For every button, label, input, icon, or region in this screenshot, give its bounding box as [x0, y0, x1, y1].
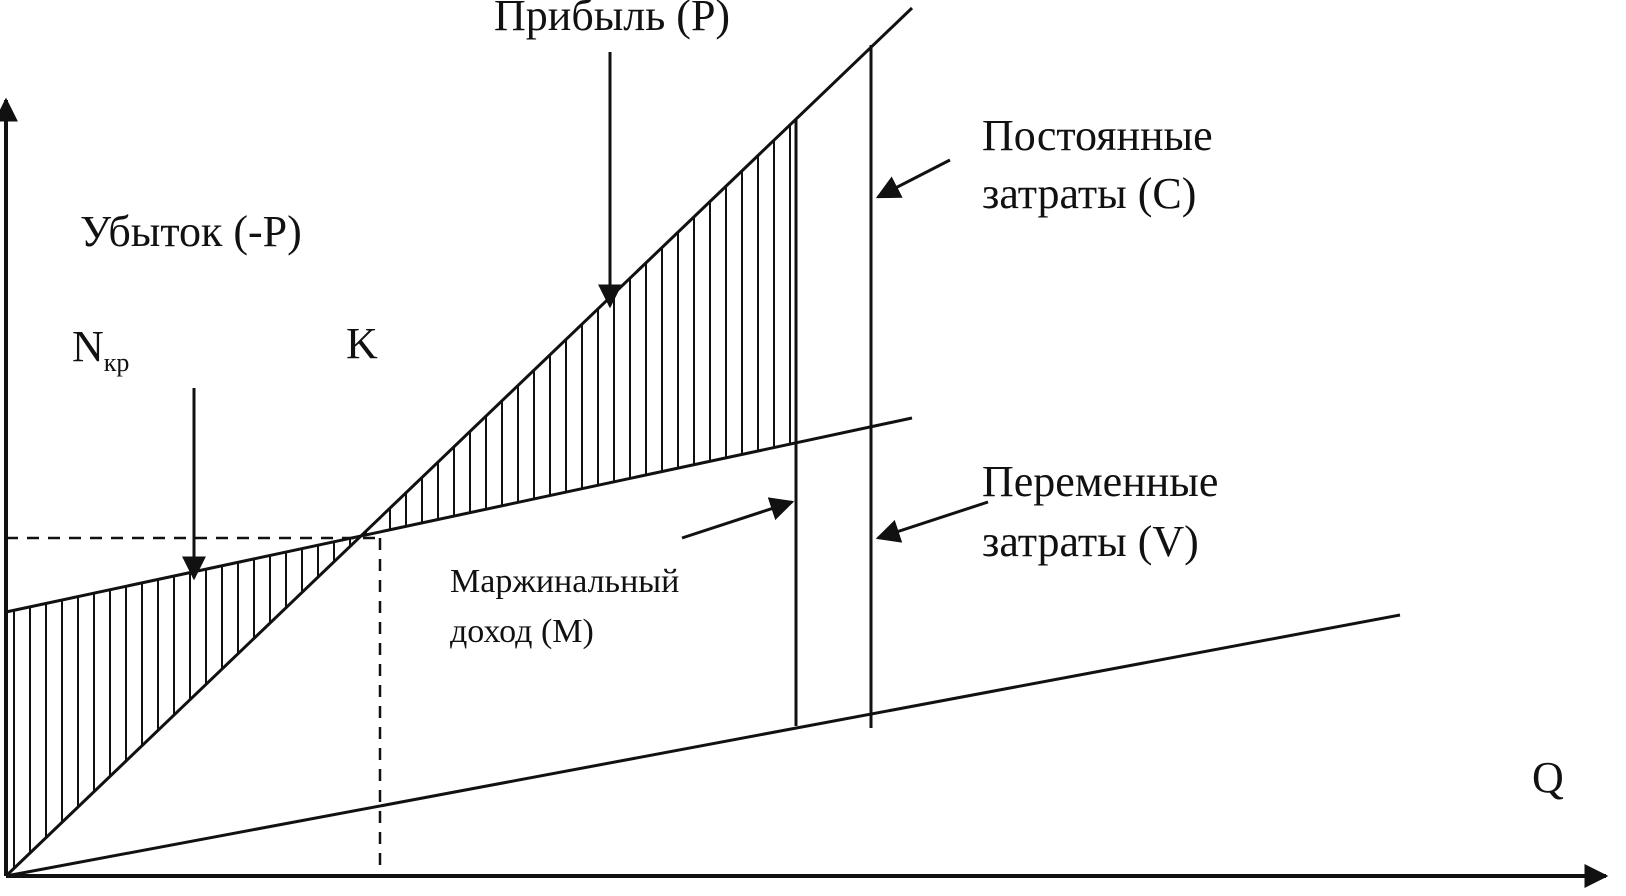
variable-costs-label-line1: Переменные: [982, 457, 1218, 506]
revenue-line: [4, 6, 914, 878]
margin-arrow: [681, 497, 795, 540]
profit-label: Прибыль (Р): [494, 0, 730, 40]
fixed-costs-label-line1: Постоянные: [982, 111, 1213, 160]
margin-label-line2: доход (М): [450, 613, 594, 650]
n-kr-label: Nкр: [72, 322, 129, 377]
k-point-label: K: [346, 319, 378, 368]
margin-label-line1: Маржинальный: [450, 563, 679, 600]
total-costs-line: [5, 416, 913, 614]
n-kr-main: N: [72, 322, 104, 371]
fixed-costs-arrow: [875, 158, 951, 199]
q-axis-label: Q: [1532, 753, 1564, 802]
variable-costs-label-line2: затраты (V): [982, 517, 1199, 566]
n-kr-subscript: кр: [104, 348, 130, 377]
variable-costs-line: [5, 613, 1401, 878]
fixed-costs-label-line2: затраты (С): [982, 169, 1196, 218]
loss-label: Убыток (-Р): [80, 207, 302, 256]
variable-costs-arrow: [875, 500, 989, 543]
profit-hatch-region: [389, 124, 791, 530]
